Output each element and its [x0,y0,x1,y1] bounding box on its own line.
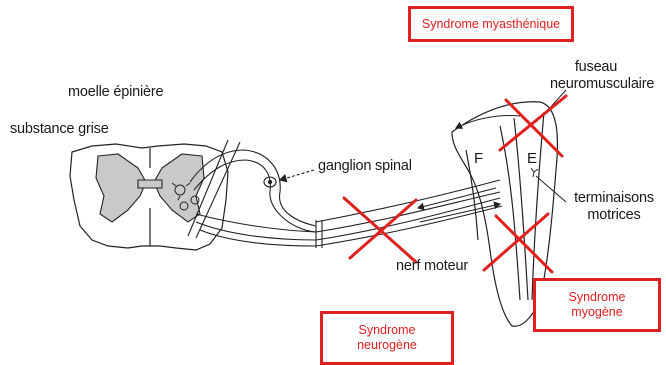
syndrome-neurogenic-line2: neurogène [357,338,417,353]
syndrome-myogenic-line1: Syndrome [569,290,626,305]
label-endings-line1: terminaisons [568,190,660,207]
label-grey-matter: substance grise [10,121,109,138]
label-endings-line2: motrices [568,207,660,224]
label-fiber-f: F [474,150,483,167]
syndrome-myasthenic-text: Syndrome myasthénique [422,17,560,32]
efferent-arrow [420,204,500,222]
spindle-afferent [456,116,520,129]
label-neuromuscular-spindle: fuseau neuromusculaire [550,59,642,93]
ganglion-pointer [280,170,314,180]
label-spindle-line1: fuseau [550,59,642,76]
syndrome-myasthenic-box: Syndrome myasthénique [408,6,574,42]
label-spindle-line2: neuromusculaire [550,76,642,93]
label-motor-nerve: nerf moteur [396,258,468,275]
label-spinal-cord: moelle épinière [68,84,163,101]
label-spinal-ganglion: ganglion spinal [318,158,412,175]
cross-motor-nerve [344,198,416,262]
syndrome-myogenic-box: Syndrome myogène [533,278,661,332]
syndrome-neurogenic-box: Syndrome neurogène [320,311,454,365]
label-fiber-e: E [527,150,537,167]
syndrome-myogenic-line2: myogène [571,305,622,320]
motor-endings-pointer [536,176,566,202]
syndrome-neurogenic-line1: Syndrome [359,323,416,338]
spinal-nerve-trunk [316,180,502,248]
nerve-roots [188,140,316,246]
label-motor-endings: terminaisons motrices [568,190,660,224]
